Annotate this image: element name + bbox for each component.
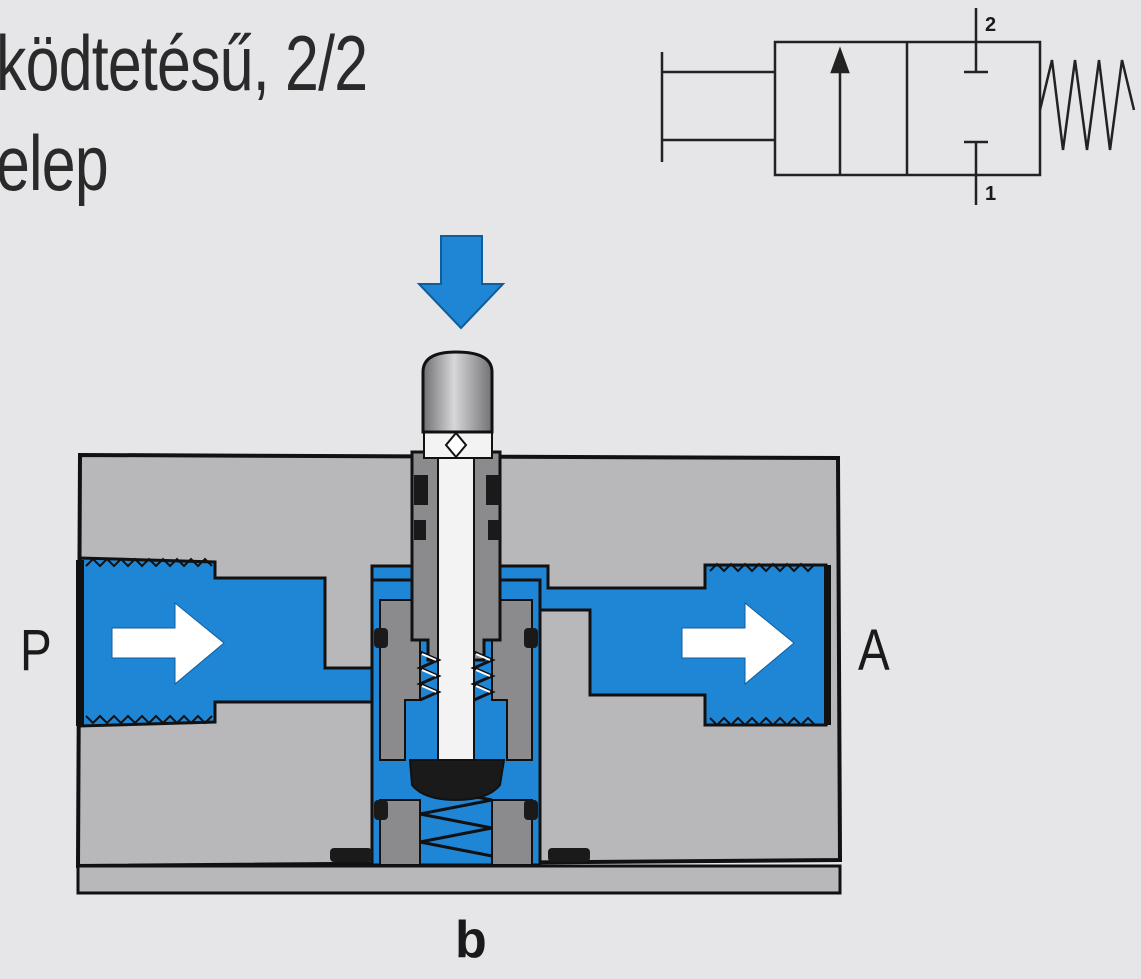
title-line-2: elep (0, 119, 109, 207)
base-plate (76, 864, 842, 895)
port-face-left (76, 560, 84, 726)
port-face-right (824, 565, 831, 725)
plunger (410, 350, 502, 761)
figure-caption: b (455, 911, 487, 969)
gasket (330, 848, 372, 862)
port-label-A: A (858, 618, 890, 683)
flow-arrow-icon (681, 601, 795, 686)
threads (85, 557, 816, 727)
poppet-seal (408, 759, 506, 802)
blocked-port-lower (964, 140, 988, 205)
port-label-P: P (20, 618, 52, 683)
o-ring (374, 800, 388, 820)
valve-symbol (660, 8, 1136, 205)
gasket (548, 848, 590, 862)
port-number-2: 2 (985, 14, 996, 36)
blocked-port-upper (964, 8, 988, 74)
flow-arrow-icon (111, 601, 225, 686)
actuation-arrow-icon (416, 235, 506, 330)
o-ring (374, 628, 388, 648)
port-number-1: 1 (985, 183, 996, 205)
flow-arrow-icon (830, 46, 850, 74)
title-line-1: ködtetésű, 2/2 (0, 19, 368, 107)
o-ring (524, 800, 538, 820)
push-knob (421, 350, 494, 434)
o-ring (524, 628, 538, 648)
pushbutton-actuator (660, 52, 775, 162)
spring-icon (1038, 59, 1136, 151)
